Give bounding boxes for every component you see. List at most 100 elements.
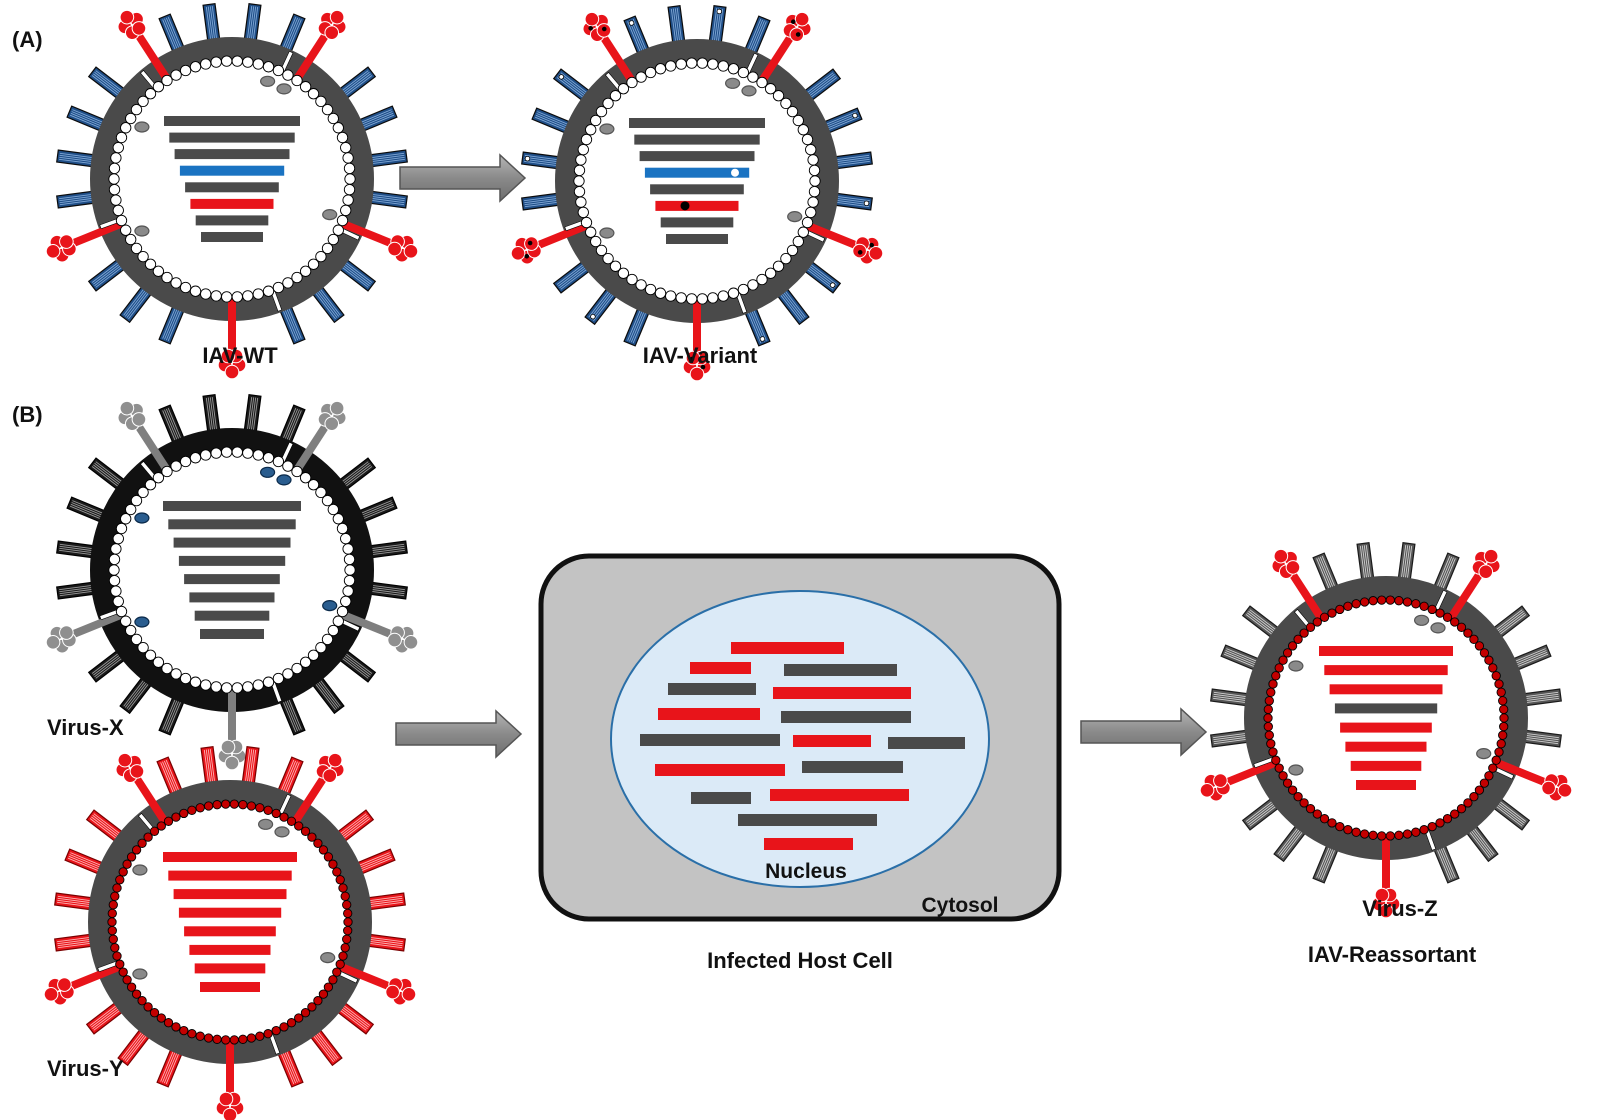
matrix-protein-dot — [313, 838, 323, 848]
matrix-protein-dot — [1427, 821, 1437, 832]
na-spike — [757, 11, 812, 85]
matrix-protein-dot — [108, 553, 121, 566]
spike-stripe — [126, 288, 150, 318]
spike-stripe — [250, 6, 257, 43]
spike-stripe — [823, 113, 858, 128]
matrix-protein-dot — [179, 455, 192, 468]
matrix-protein-dot — [115, 605, 128, 618]
matrix-protein-dot — [1278, 771, 1288, 781]
spike-stripe — [59, 586, 96, 593]
matrix-protein-dot — [335, 875, 345, 885]
spike-stripe — [1277, 825, 1300, 855]
spike-stripe — [1495, 612, 1525, 636]
arrow-cell-to-reassortant — [1080, 707, 1208, 757]
spike-stripe — [1522, 738, 1559, 745]
rna-segment — [1319, 646, 1453, 656]
rna-segment — [184, 926, 276, 937]
spike-stripe — [59, 152, 96, 159]
matrix-protein-dot — [342, 934, 352, 944]
matrix-protein-dot — [1278, 655, 1288, 665]
spike-stripe — [91, 75, 121, 98]
mutation-dot — [857, 250, 863, 255]
matrix-protein-dot — [115, 214, 128, 227]
matrix-protein-dot — [125, 624, 137, 637]
spike-stripe — [359, 112, 394, 128]
spike-stripe — [124, 287, 148, 317]
spike-stripe — [343, 75, 373, 98]
ha-spike — [200, 746, 219, 789]
matrix-protein-dot — [328, 859, 338, 869]
matrix-protein-dot — [200, 449, 212, 461]
spike-stripe — [627, 307, 642, 341]
spike-stripe — [1213, 736, 1250, 743]
matrix-protein-dot — [1463, 628, 1473, 638]
spike-stripe — [1523, 697, 1559, 704]
spike-stripe — [1213, 695, 1250, 702]
spike-stripe — [287, 410, 302, 444]
spike-stripe — [808, 262, 838, 285]
matrix-protein-dot — [1266, 739, 1276, 749]
matrix-protein-dot — [262, 285, 275, 297]
matrix-protein-dot — [120, 122, 132, 134]
arrow-parents-to-cell — [395, 709, 523, 759]
matrix-protein-dot — [644, 283, 657, 296]
spike-stripe — [558, 263, 588, 287]
matrix-protein-dot — [1271, 671, 1281, 681]
na-head-lobe — [329, 400, 345, 416]
ha-spike — [1241, 795, 1283, 831]
matrix-blob — [134, 512, 150, 524]
na-stalk — [1446, 568, 1486, 622]
rna-segment — [164, 116, 300, 126]
matrix-protein-dot — [338, 883, 348, 893]
matrix-protein-dot — [125, 112, 137, 125]
matrix-protein-dot — [675, 292, 687, 304]
matrix-protein-dot — [342, 152, 354, 164]
spike-stripe — [556, 77, 586, 100]
matrix-protein-dot — [1327, 608, 1337, 618]
matrix-protein-dot — [626, 273, 638, 286]
na-head-lobe — [794, 11, 810, 27]
spike-stripe — [356, 852, 390, 867]
mutation-dot — [524, 253, 530, 259]
matrix-protein-dot — [163, 1018, 174, 1028]
matrix-protein-dot — [255, 803, 265, 813]
spike-stripe — [207, 397, 214, 434]
matrix-blob — [258, 818, 274, 830]
matrix-protein-dot — [120, 224, 132, 236]
matrix-protein-dot — [797, 226, 809, 238]
spike-stripe — [162, 19, 177, 53]
rna-segment — [169, 132, 295, 143]
spike-stripe — [627, 21, 642, 55]
matrix-protein-dot — [342, 194, 354, 206]
matrix-protein-dot — [118, 867, 128, 877]
na-stalk — [337, 962, 395, 992]
spike-stripe — [806, 263, 836, 287]
spike-stripe — [209, 397, 216, 434]
matrix-protein-dot — [654, 63, 667, 75]
spike-stripe — [314, 679, 338, 709]
matrix-protein-dot — [321, 633, 334, 646]
matrix-protein-dot — [707, 292, 719, 304]
matrix-protein-dot — [170, 277, 182, 289]
matrix-protein-dot — [343, 574, 356, 587]
spike-stripe — [834, 195, 870, 202]
spike-stripe — [285, 696, 300, 731]
spike-stripe — [589, 289, 613, 319]
matrix-protein-dot — [131, 845, 142, 855]
spike-stripe — [1245, 614, 1275, 637]
matrix-protein-dot — [299, 472, 312, 484]
na-head-lobe — [119, 400, 135, 416]
ha-spike — [56, 540, 99, 559]
na-spike — [1199, 758, 1279, 802]
mutation-dot — [700, 364, 706, 370]
matrix-protein-dot — [585, 226, 597, 238]
spike-stripe — [368, 156, 405, 163]
matrix-protein-dot — [110, 891, 120, 901]
spike-stripe — [252, 6, 259, 43]
spike-stripe — [250, 749, 257, 786]
spike-stripe — [311, 1033, 334, 1063]
ha-spike — [774, 284, 810, 326]
matrix-protein-dot — [1385, 595, 1395, 605]
matrix-protein-dot — [107, 917, 117, 927]
spike-stripe — [285, 305, 300, 340]
